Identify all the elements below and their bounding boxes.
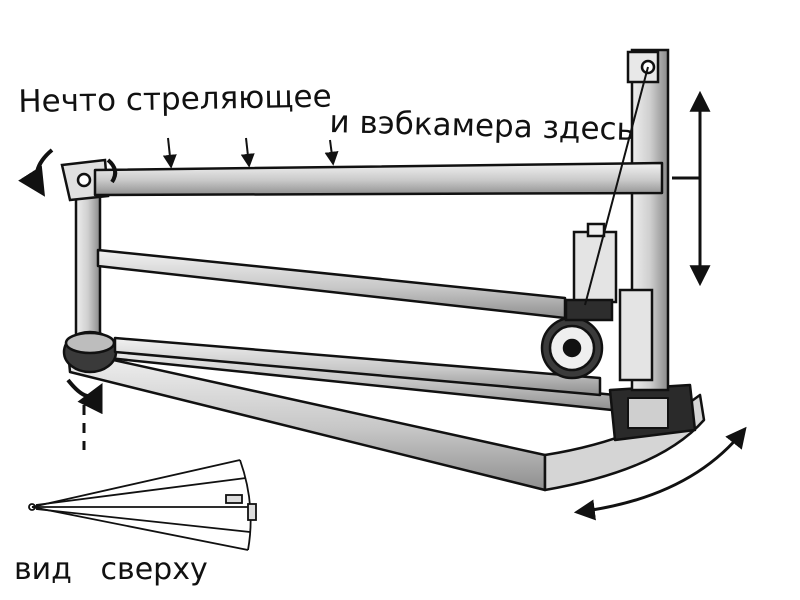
motor-pulley — [540, 66, 654, 382]
pointer-arrow-icon — [324, 139, 339, 166]
pointer-arrow-icon — [240, 137, 255, 168]
lower-link-bar — [113, 336, 602, 397]
rotation-arrow-icon — [18, 148, 54, 197]
top-view-label: вид сверху — [14, 552, 208, 587]
payload-pointer-arrows — [162, 137, 339, 169]
top-rotation-arrow — [18, 148, 118, 197]
pointer-arrow-icon — [162, 137, 177, 169]
bottom-rotation-arrow — [66, 378, 103, 415]
top-view-inset — [28, 459, 257, 551]
swing-arc-arrow — [573, 426, 747, 521]
payload-label-part1: Нечто стреляющее — [18, 78, 332, 120]
rotation-arrow-icon — [66, 378, 103, 415]
vertical-travel-arrow — [672, 90, 711, 287]
middle-link-bar — [96, 248, 567, 320]
swing-arc-arrow-icon — [573, 426, 747, 521]
upper-arm — [93, 161, 664, 197]
pivot-post — [60, 158, 118, 450]
